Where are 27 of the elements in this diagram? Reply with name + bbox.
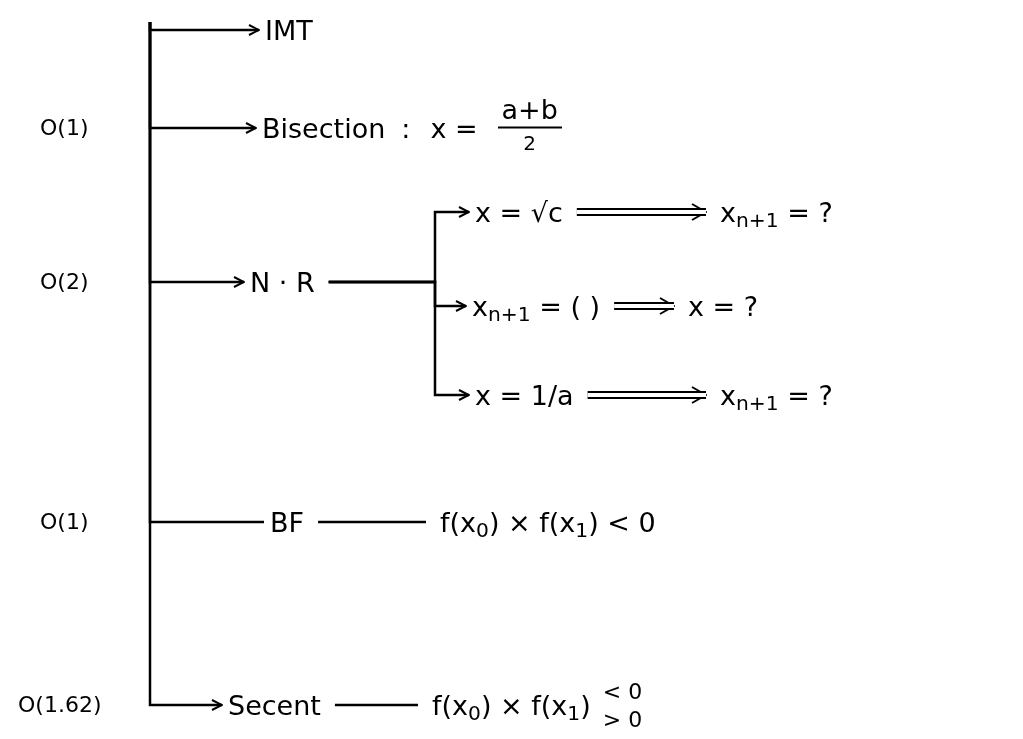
formula-text: x = <box>430 114 478 142</box>
arrow <box>328 280 470 401</box>
node-text: BF <box>270 508 305 536</box>
complexity-label: O(1) <box>40 511 89 533</box>
separator-colon: : <box>401 114 411 142</box>
double-arrow <box>614 297 675 315</box>
node-text: IMT <box>265 16 313 44</box>
node-text: x$_{n+1}$ = ? <box>720 381 833 409</box>
connector-line <box>334 703 418 707</box>
node-text: x = √c <box>475 198 563 226</box>
node-text: x$_{n+1}$ = ( ) <box>472 292 601 320</box>
arrow <box>148 22 260 36</box>
node-text: Secent <box>228 691 321 719</box>
double-arrow <box>587 386 707 404</box>
connector-line <box>318 520 426 524</box>
complexity-label: O(2) <box>40 271 89 293</box>
complexity-label: O(1) <box>40 117 89 139</box>
node-text: x = ? <box>688 292 759 320</box>
node-text: x$_{n+1}$ = ? <box>720 198 833 226</box>
node-text: N · R <box>250 268 315 296</box>
double-arrow <box>576 203 707 221</box>
arrow <box>148 22 223 711</box>
node-text: x = 1/a <box>475 381 574 409</box>
node-text: Bisection <box>262 114 386 142</box>
node-text: f(x$_{0}$) × f(x$_{1}$) < 0 <box>440 508 656 536</box>
complexity-label: O(1.62) <box>18 694 102 716</box>
fraction: a+b 2 <box>497 95 562 153</box>
